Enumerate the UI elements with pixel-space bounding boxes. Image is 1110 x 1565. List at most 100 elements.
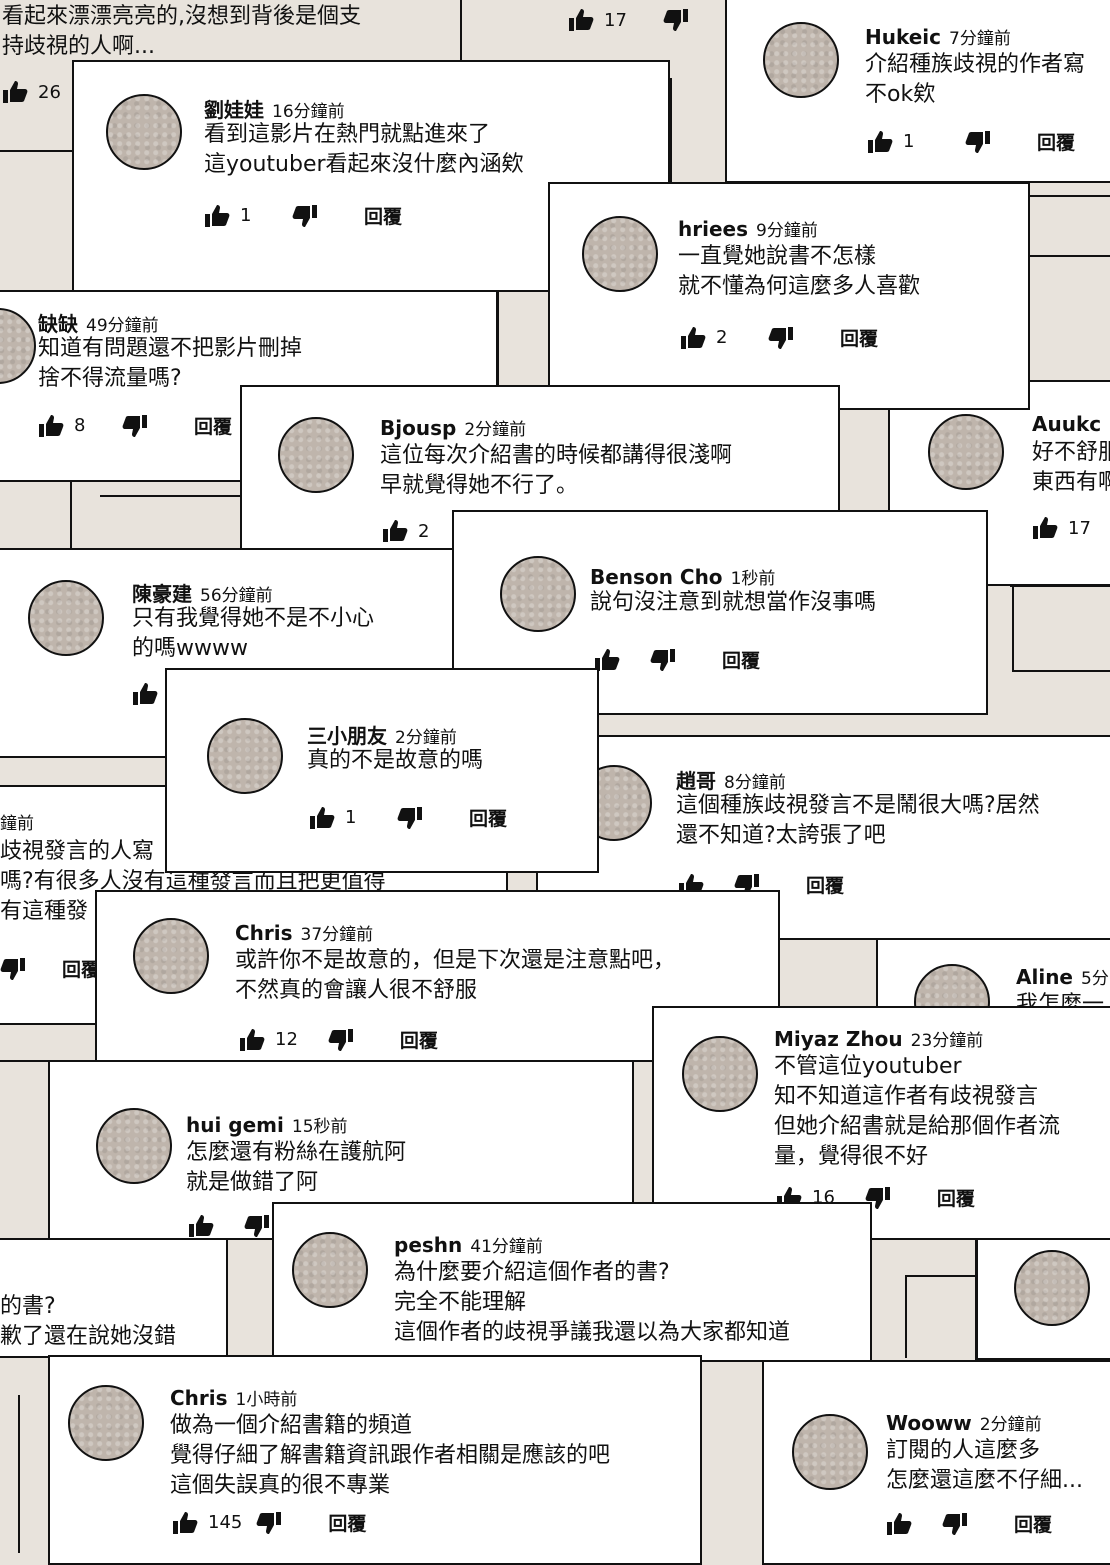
- thumbs-up-icon[interactable]: [132, 682, 158, 706]
- bg-line: [100, 495, 242, 497]
- comment-author[interactable]: Chris: [170, 1386, 228, 1410]
- avatar: [207, 718, 283, 794]
- reply-button[interactable]: 回覆: [364, 206, 403, 228]
- comment-author[interactable]: Auukc: [1032, 412, 1102, 436]
- bg-line: [1030, 195, 1110, 197]
- avatar: [914, 964, 990, 1006]
- comment-text: 怎麼還有粉絲在護航阿 就是做錯了阿: [186, 1140, 407, 1195]
- thumbs-up-icon[interactable]: [38, 414, 64, 438]
- thumbs-down-icon[interactable]: [256, 1511, 282, 1535]
- thumbs-down-icon[interactable]: [663, 8, 689, 32]
- comment-author[interactable]: 三小朋友: [307, 724, 387, 748]
- comment-author[interactable]: Hukeic: [865, 25, 942, 49]
- comment-time: 23分鐘前: [910, 1031, 984, 1051]
- comment-time: 56分鐘前: [200, 586, 273, 606]
- comment-text: 介紹種族歧視的作者寫 不ok欸: [865, 52, 1086, 107]
- comment-text: 真的不是故意的嗎: [307, 748, 484, 773]
- reply-button[interactable]: 回覆: [1037, 132, 1076, 154]
- like-count: 17: [604, 9, 627, 31]
- avatar: [278, 417, 354, 493]
- comment-author[interactable]: Chris: [235, 921, 293, 945]
- thumbs-down-icon[interactable]: [122, 414, 148, 438]
- thumbs-down-icon[interactable]: [0, 957, 26, 981]
- comment-author[interactable]: hriees: [678, 217, 748, 241]
- comment-author[interactable]: hui gemi: [186, 1113, 284, 1137]
- comment-author[interactable]: 缺缺: [38, 312, 78, 336]
- avatar: [106, 94, 182, 170]
- thumbs-down-icon[interactable]: [244, 1214, 270, 1238]
- bg-line: [0, 1060, 50, 1062]
- reply-button[interactable]: 回覆: [806, 875, 845, 897]
- thumbs-up-icon[interactable]: [309, 806, 335, 830]
- thumbs-down-icon[interactable]: [292, 204, 318, 228]
- thumbs-up-icon[interactable]: [172, 1511, 198, 1535]
- comment-author[interactable]: Aline: [1016, 965, 1073, 989]
- avatar: [682, 1036, 758, 1112]
- like-count: 145: [208, 1512, 243, 1533]
- bg-line: [1030, 255, 1110, 257]
- reply-button[interactable]: 回覆: [469, 808, 508, 830]
- thumbs-up-icon[interactable]: [382, 519, 408, 543]
- like-count: 1: [345, 807, 357, 828]
- comment-author[interactable]: 陳豪建: [132, 582, 192, 606]
- like-count: 12: [275, 1029, 298, 1050]
- thumbs-down-icon[interactable]: [942, 1512, 968, 1536]
- thumbs-up-icon[interactable]: [1032, 516, 1058, 540]
- comment-author[interactable]: peshn: [394, 1233, 463, 1257]
- thumbs-up-icon[interactable]: [867, 130, 893, 154]
- thumbs-up-icon[interactable]: [239, 1028, 265, 1052]
- thumbs-down-icon[interactable]: [734, 873, 760, 897]
- comment-author[interactable]: 劉娃娃: [204, 98, 264, 122]
- comment-text: 不管這位youtuber 知不知道這作者有歧視發言 但她介紹書就是給那個作者流 …: [774, 1054, 1061, 1169]
- like-count: 1: [240, 205, 252, 226]
- thumbs-down-icon[interactable]: [768, 326, 794, 350]
- comment-author[interactable]: 趙哥: [676, 769, 716, 793]
- thumbs-down-icon[interactable]: [397, 806, 423, 830]
- thumbs-up-icon[interactable]: [188, 1214, 214, 1238]
- comment-text: 我怎麼一: [1016, 992, 1105, 1008]
- comment-author[interactable]: Benson Cho: [590, 565, 723, 589]
- avatar: [96, 1108, 172, 1184]
- fragment-top-center-actions: 17: [568, 8, 689, 32]
- reply-button[interactable]: 回覆: [1014, 1514, 1053, 1536]
- thumbs-down-icon[interactable]: [965, 130, 991, 154]
- comment-time: 49分鐘前: [86, 316, 159, 336]
- reply-button[interactable]: 回覆: [936, 1188, 975, 1210]
- thumbs-up-icon[interactable]: [594, 648, 620, 672]
- reply-button[interactable]: 回覆: [328, 1513, 367, 1535]
- reply-button[interactable]: 回覆: [62, 959, 101, 981]
- thumbs-up-icon[interactable]: [886, 1512, 912, 1536]
- avatar: [292, 1232, 368, 1308]
- thumbs-up-icon[interactable]: [2, 80, 28, 104]
- bg-line: [18, 1395, 20, 1553]
- thumbs-down-icon[interactable]: [865, 1186, 891, 1210]
- thumbs-down-icon[interactable]: [650, 648, 676, 672]
- thumbs-down-icon[interactable]: [328, 1028, 354, 1052]
- comment-author[interactable]: Miyaz Zhou: [774, 1027, 903, 1051]
- comment-time: 2分鐘前: [979, 1415, 1042, 1435]
- bg-line: [1010, 585, 1110, 587]
- thumbs-up-icon[interactable]: [204, 204, 230, 228]
- reply-button[interactable]: 回覆: [194, 416, 233, 438]
- reply-button[interactable]: 回覆: [840, 328, 879, 350]
- comment-author[interactable]: Bjousp: [380, 416, 457, 440]
- comment-time: 9分鐘前: [756, 221, 818, 241]
- comment-text: 為什麼要介紹這個作者的書? 完全不能理解 這個作者的歧視爭議我還以為大家都知道: [394, 1260, 791, 1345]
- bg-line: [905, 1275, 907, 1358]
- comment-time: 2分鐘前: [464, 420, 527, 440]
- comment-time: 8分鐘前: [724, 773, 786, 793]
- bg-line: [70, 480, 72, 550]
- thumbs-up-icon[interactable]: [568, 8, 594, 32]
- comment-time: 1小時前: [235, 1390, 298, 1410]
- comment-text: 這個種族歧視發言不是鬧很大嗎?居然 還不知道?太誇張了吧: [676, 793, 1040, 848]
- reply-button[interactable]: 回覆: [722, 650, 761, 672]
- like-count: 8: [74, 415, 86, 436]
- comment-time: 37分鐘前: [300, 925, 374, 945]
- reply-button[interactable]: 回覆: [399, 1030, 438, 1052]
- thumbs-up-icon[interactable]: [680, 326, 706, 350]
- comment-text: 的書? 歉了還在說她沒錯: [0, 1294, 177, 1349]
- comment-card-partial: [976, 1238, 1110, 1360]
- comment-author[interactable]: Wooww: [886, 1411, 972, 1435]
